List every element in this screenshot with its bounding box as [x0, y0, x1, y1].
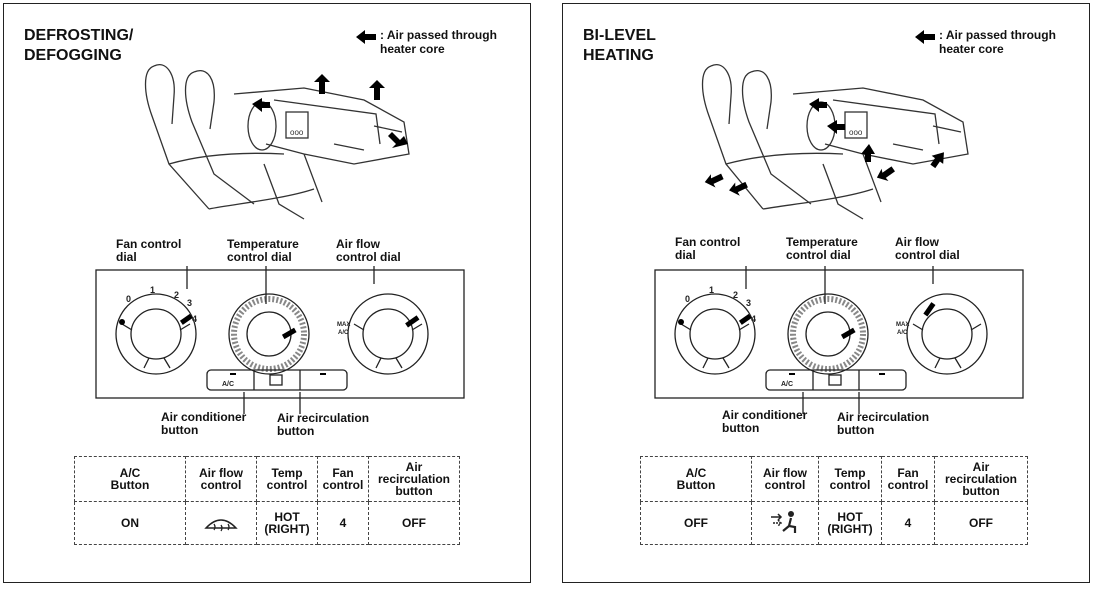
table-cell: ON	[74, 501, 186, 545]
fan-mark: 0	[685, 294, 690, 304]
air-recirculation-button-label: Air recirculation button	[277, 411, 370, 438]
fan-mark: 3	[187, 298, 192, 308]
air-conditioner-button-label: Air conditioner button	[161, 410, 247, 437]
air-flow-control-dial-label: Air flow control dial	[336, 237, 401, 264]
table-cell: OFF	[368, 501, 460, 545]
ac-mark: A/C	[781, 381, 793, 388]
table-header: Air recirculation button	[368, 456, 460, 502]
table-header: Air flow control	[185, 456, 257, 502]
fan-mark: 2	[733, 290, 738, 300]
air-conditioner-button-label: Air conditioner button	[722, 408, 808, 435]
heater-arrow-icon	[356, 30, 376, 44]
table-cell	[751, 501, 819, 545]
svg-text:ooo: ooo	[849, 128, 863, 137]
table-header: Fan control	[317, 456, 369, 502]
table-cell: 4	[881, 501, 935, 545]
defrost-icon	[204, 519, 238, 532]
temperature-control-dial-label: Temperature control dial	[786, 235, 858, 262]
fan-mark: 3	[746, 298, 751, 308]
max-ac-mark: A/C	[338, 330, 349, 336]
air-flow-control-dial-label: Air flow control dial	[895, 235, 960, 262]
legend-text: : Air passed through heater core	[380, 28, 497, 56]
fan-mark: 1	[150, 285, 155, 295]
table-cell: 4	[317, 501, 369, 545]
table-cell: OFF	[640, 501, 752, 545]
svg-text:ooo: ooo	[290, 128, 304, 137]
fan-mark: 2	[174, 290, 179, 300]
fan-mark: 4	[751, 314, 756, 324]
page-title: BI-LEVEL HEATING	[583, 27, 656, 64]
table-cell	[185, 501, 257, 545]
table-header: Air flow control	[751, 456, 819, 502]
max-ac-mark: A/C	[897, 330, 908, 336]
table-header: Temp control	[256, 456, 318, 502]
table-cell: OFF	[934, 501, 1028, 545]
settings-table: A/C Button Air flow control Temp control…	[640, 456, 1028, 545]
fan-mark: 1	[709, 285, 714, 295]
heater-arrow-icon	[915, 30, 935, 44]
fan-control-dial-label: Fan control dial	[116, 237, 182, 264]
legend-text: : Air passed through heater core	[939, 28, 1056, 56]
table-cell: HOT (RIGHT)	[818, 501, 882, 545]
table-header: Air recirculation button	[934, 456, 1028, 502]
temperature-control-dial-label: Temperature control dial	[227, 237, 299, 264]
dashboard-illustration: ooo	[654, 64, 1024, 414]
dashboard-illustration: ooo	[95, 64, 465, 414]
max-ac-mark: MAX	[337, 322, 350, 328]
settings-table: A/C Button Air flow control Temp control…	[74, 456, 460, 545]
air-recirculation-button-label: Air recirculation button	[837, 410, 930, 437]
table-header: Fan control	[881, 456, 935, 502]
table-header: A/C Button	[74, 456, 186, 502]
fan-mark: 4	[192, 314, 197, 324]
fan-control-dial-label: Fan control dial	[675, 235, 741, 262]
ac-mark: A/C	[222, 381, 234, 388]
page-title: DEFROSTING/ DEFOGGING	[24, 27, 134, 64]
bi-level-heating-panel: BI-LEVEL HEATING : Air passed through he…	[562, 3, 1090, 583]
table-header: A/C Button	[640, 456, 752, 502]
fan-mark: 0	[126, 294, 131, 304]
table-header: Temp control	[818, 456, 882, 502]
max-ac-mark: MAX	[896, 322, 909, 328]
defrosting-panel: DEFROSTING/ DEFOGGING : Air passed throu…	[3, 3, 531, 583]
bi-level-icon	[771, 511, 797, 533]
table-cell: HOT (RIGHT)	[256, 501, 318, 545]
